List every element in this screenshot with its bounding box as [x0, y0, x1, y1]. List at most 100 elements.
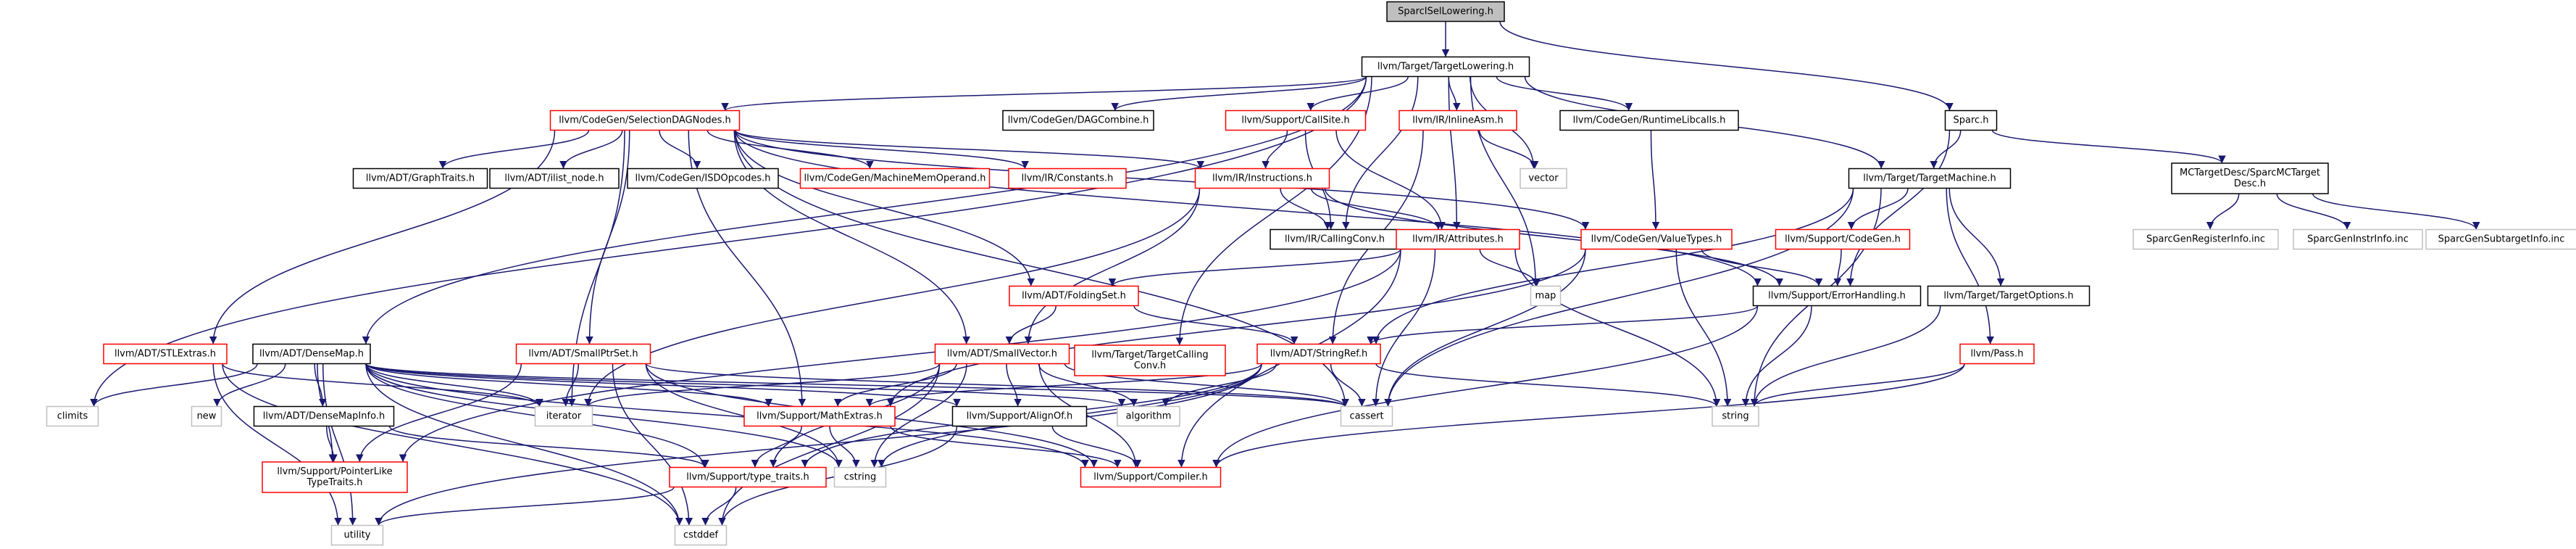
- node-label: llvm/IR/Constants.h: [1022, 173, 1114, 184]
- node-stringref[interactable]: llvm/ADT/StringRef.h: [1256, 343, 1381, 365]
- node-errhandling[interactable]: llvm/Support/ErrorHandling.h: [1752, 285, 1922, 307]
- node-box: [534, 405, 593, 427]
- edge-smallvector-to-iterator: [584, 363, 941, 407]
- node-smallvector[interactable]: llvm/ADT/SmallVector.h: [934, 343, 1070, 365]
- node-attributes[interactable]: llvm/IR/Attributes.h: [1396, 228, 1520, 250]
- node-box: [627, 168, 779, 189]
- node-box: [1927, 285, 2091, 307]
- node-box: [252, 343, 371, 365]
- node-label: llvm/Support/AlignOf.h: [967, 411, 1073, 422]
- edge-densemap-to-algorithm: [365, 363, 1125, 408]
- node-dagc[interactable]: llvm/CodeGen/DAGCombine.h: [1002, 110, 1154, 131]
- node-regi: SparcGenRegisterInfo.inc: [2133, 228, 2279, 250]
- node-supcodegen[interactable]: llvm/Support/CodeGen.h: [1775, 228, 1911, 250]
- node-tl[interactable]: llvm/Target/TargetLowering.h: [1361, 56, 1530, 78]
- node-label: llvm/ADT/GraphTraits.h: [366, 173, 475, 184]
- node-new: new: [191, 405, 222, 427]
- edge-tl-to-rtlib: [1496, 76, 1633, 111]
- node-callsite[interactable]: llvm/Support/CallSite.h: [1225, 110, 1367, 131]
- node-instructions[interactable]: llvm/IR/Instructions.h: [1194, 168, 1330, 189]
- node-label: llvm/CodeGen/ValueTypes.h: [1591, 234, 1722, 245]
- node-alignof[interactable]: llvm/Support/AlignOf.h: [951, 405, 1088, 427]
- edge-tl-to-callsite: [1306, 76, 1409, 111]
- edge-smallptrset-to-cassert: [645, 363, 1349, 408]
- node-targetopts[interactable]: llvm/Target/TargetOptions.h: [1927, 285, 2091, 307]
- node-label: Sparc.h: [1953, 115, 1988, 126]
- node-box: [262, 461, 408, 493]
- edge-attributes-to-map: [1479, 249, 1541, 286]
- node-label: SparcGenRegisterInfo.inc: [2146, 234, 2265, 245]
- node-label: TypeTraits.h: [306, 477, 362, 488]
- node-densemap[interactable]: llvm/ADT/DenseMap.h: [252, 343, 371, 365]
- node-label: llvm/Support/Compiler.h: [1093, 472, 1207, 483]
- node-cstddef: cstddef: [674, 524, 728, 546]
- node-label: llvm/CodeGen/SelectionDAGNodes.h: [559, 115, 730, 126]
- node-box: [2425, 228, 2576, 250]
- node-tm[interactable]: llvm/Target/TargetMachine.h: [1848, 168, 2012, 189]
- node-foldingset[interactable]: llvm/ADT/FoldingSet.h: [1009, 285, 1139, 307]
- node-sparc[interactable]: Sparc.h: [1944, 110, 1998, 131]
- node-mmo[interactable]: llvm/CodeGen/MachineMemOperand.h: [799, 168, 991, 189]
- node-pass[interactable]: llvm/Pass.h: [1959, 343, 2035, 365]
- node-label: llvm/ADT/STLExtras.h: [114, 349, 216, 360]
- node-callingconv[interactable]: llvm/IR/CallingConv.h: [1270, 228, 1400, 250]
- edge-attributes-to-cassert: [1372, 249, 1436, 407]
- node-mathextras[interactable]: llvm/Support/MathExtras.h: [743, 405, 896, 427]
- node-inlineasm[interactable]: llvm/IR/InlineAsm.h: [1399, 110, 1517, 131]
- node-label: llvm/IR/Instructions.h: [1212, 173, 1312, 184]
- node-utility: utility: [330, 524, 384, 546]
- edge-smallvector-to-cstring: [870, 363, 967, 468]
- node-label: llvm/Support/CallSite.h: [1241, 115, 1349, 126]
- node-box: [103, 343, 228, 365]
- node-sdn[interactable]: llvm/CodeGen/SelectionDAGNodes.h: [549, 110, 741, 131]
- edge-sdn-to-errhandling: [734, 130, 1762, 286]
- node-dmi[interactable]: llvm/ADT/DenseMapInfo.h: [253, 405, 395, 427]
- node-climits: climits: [46, 405, 99, 427]
- edge-instructions-to-errhandling: [1324, 188, 1783, 286]
- edge-smallptrset-to-ptrlike: [356, 363, 522, 463]
- edge-callsite-to-instructions: [1262, 130, 1288, 169]
- node-graphtraits[interactable]: llvm/ADT/GraphTraits.h: [352, 168, 488, 189]
- node-box: [1530, 285, 1562, 307]
- node-label: Conv.h: [1134, 360, 1166, 371]
- node-box: [833, 466, 887, 488]
- node-box: [1959, 343, 2035, 365]
- node-smallptrset[interactable]: llvm/ADT/SmallPtrSet.h: [515, 343, 651, 365]
- node-box: [1008, 168, 1127, 189]
- node-label: llvm/ADT/FoldingSet.h: [1022, 291, 1126, 302]
- node-box: [743, 405, 896, 427]
- edge-sdn-to-instructions: [734, 129, 1204, 170]
- edge-densemap-to-climits: [90, 363, 258, 407]
- node-label: llvm/CodeGen/MachineMemOperand.h: [804, 173, 986, 184]
- node-valuetypes[interactable]: llvm/CodeGen/ValueTypes.h: [1580, 228, 1733, 250]
- edge-stringref-to-string: [1375, 363, 1721, 407]
- node-ilist[interactable]: llvm/ADT/ilist_node.h: [489, 168, 620, 189]
- node-box: [1080, 466, 1222, 488]
- edge-smallvector-to-algorithm: [1038, 363, 1138, 407]
- edge-densemap-to-cstring: [365, 363, 843, 468]
- node-label: llvm/Support/MathExtras.h: [756, 411, 883, 422]
- node-isdop[interactable]: llvm/CodeGen/ISDOpcodes.h: [627, 168, 779, 189]
- edge-alignof-to-compiler: [1051, 426, 1142, 468]
- edge-typetraits-to-cstddef: [701, 487, 737, 526]
- node-root[interactable]: SparcISelLowering.h: [1386, 1, 1505, 22]
- node-box: [1002, 110, 1154, 131]
- edge-tl-to-dagc: [1111, 76, 1367, 111]
- node-label: Desc.h: [2234, 178, 2266, 189]
- node-stlextras[interactable]: llvm/ADT/STLExtras.h: [103, 343, 228, 365]
- node-label: map: [1535, 291, 1556, 302]
- node-typetraits[interactable]: llvm/Support/type_traits.h: [669, 466, 827, 488]
- edge-foldingset-to-smallvector: [1005, 305, 1056, 344]
- node-box: [2133, 228, 2279, 250]
- node-constants[interactable]: llvm/IR/Constants.h: [1008, 168, 1127, 189]
- edge-stringref-to-mathextras: [865, 363, 1262, 407]
- node-iterator: iterator: [534, 405, 593, 427]
- node-rtlib[interactable]: llvm/CodeGen/RuntimeLibcalls.h: [1559, 110, 1739, 131]
- node-box: [1340, 405, 1393, 427]
- node-label: llvm/Target/TargetLowering.h: [1377, 62, 1514, 73]
- node-compiler[interactable]: llvm/Support/Compiler.h: [1080, 466, 1222, 488]
